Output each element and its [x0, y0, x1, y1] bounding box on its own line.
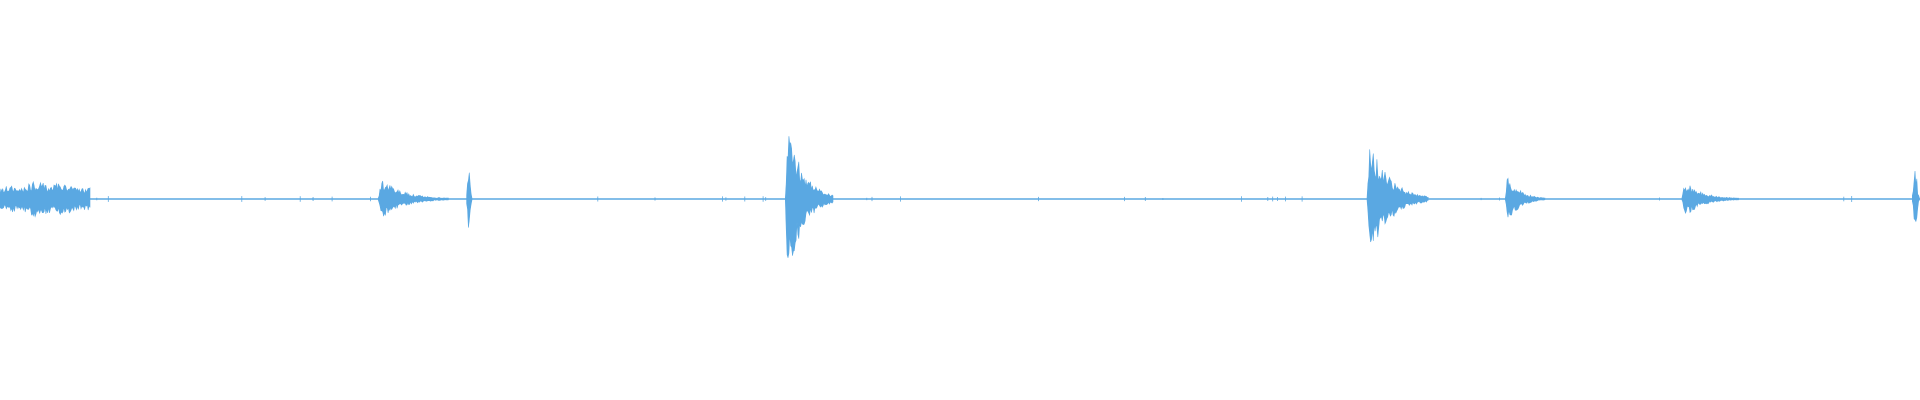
waveform-bursts — [0, 136, 1920, 258]
waveform-burst — [466, 172, 473, 228]
waveform-burst — [785, 136, 834, 258]
waveform-burst — [0, 180, 91, 218]
waveform-burst — [1912, 170, 1920, 223]
waveform-burst — [1681, 185, 1739, 214]
waveform-burst — [1505, 177, 1546, 218]
waveform-burst — [377, 180, 449, 217]
waveform-burst — [1366, 149, 1429, 243]
